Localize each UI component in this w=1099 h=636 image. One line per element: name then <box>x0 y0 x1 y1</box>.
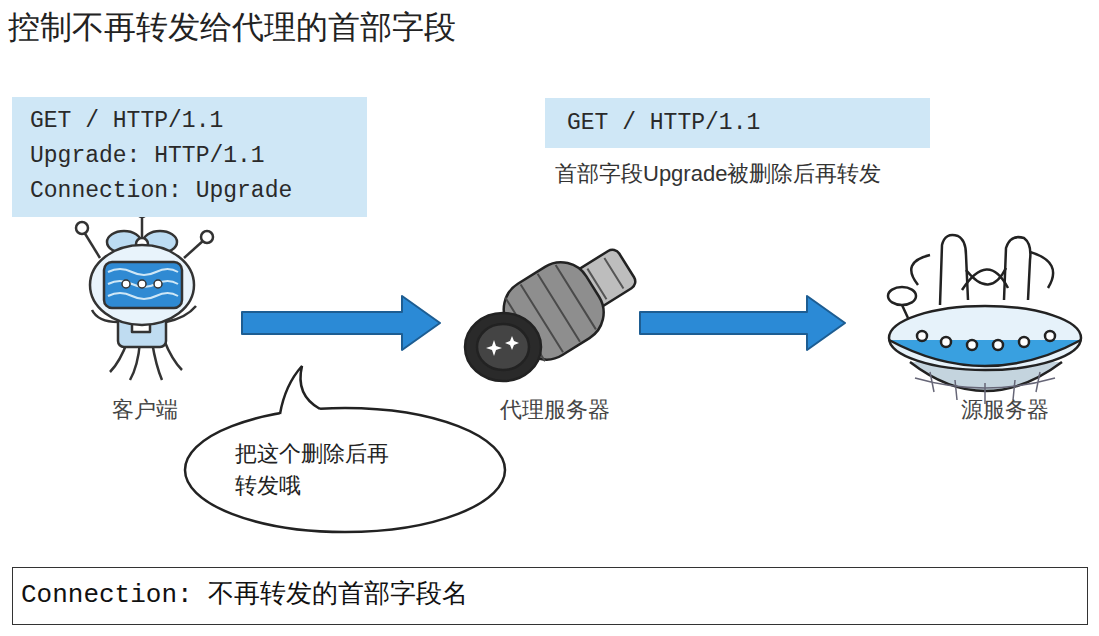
node-label: 代理服务器 <box>485 397 625 423</box>
bubble-text: 把这个删除后再转发哦 <box>235 438 400 502</box>
client-robot <box>76 207 213 380</box>
request-line: GET / HTTP/1.1 <box>30 104 353 139</box>
diagram-title: 控制不再转发给代理的首部字段 <box>8 6 456 48</box>
request-line: Connection: Upgrade <box>30 174 353 209</box>
proxy-device <box>460 230 649 391</box>
box-heading: 首部字段Upgrade被删除后再转发 <box>555 160 881 188</box>
origin-server <box>888 235 1081 404</box>
origin-node: 源服务器 <box>845 220 1085 425</box>
node-label: 客户端 <box>70 397 220 423</box>
node-label: 源服务器 <box>935 397 1075 423</box>
client-node: 客户端 <box>70 205 242 425</box>
speech-bubble: 把这个删除后再转发哦 <box>180 360 510 535</box>
proxy-node: 代理服务器 <box>440 240 640 425</box>
request-box: GET / HTTP/1.1Upgrade: HTTP/1.1Connectio… <box>12 97 367 217</box>
node-text: Connection: 不再转发的首部字段名 <box>21 580 468 610</box>
forwarded-request-box: GET / HTTP/1.1 首部字段Upgrade被删除后再转发 <box>545 98 930 198</box>
request-line: Upgrade: HTTP/1.1 <box>30 139 353 174</box>
request-line: GET / HTTP/1.1 <box>567 98 760 148</box>
flow-arrow <box>242 296 440 350</box>
flow-arrow <box>640 296 845 350</box>
note-box: Connection: 不再转发的首部字段名 <box>12 567 1088 625</box>
